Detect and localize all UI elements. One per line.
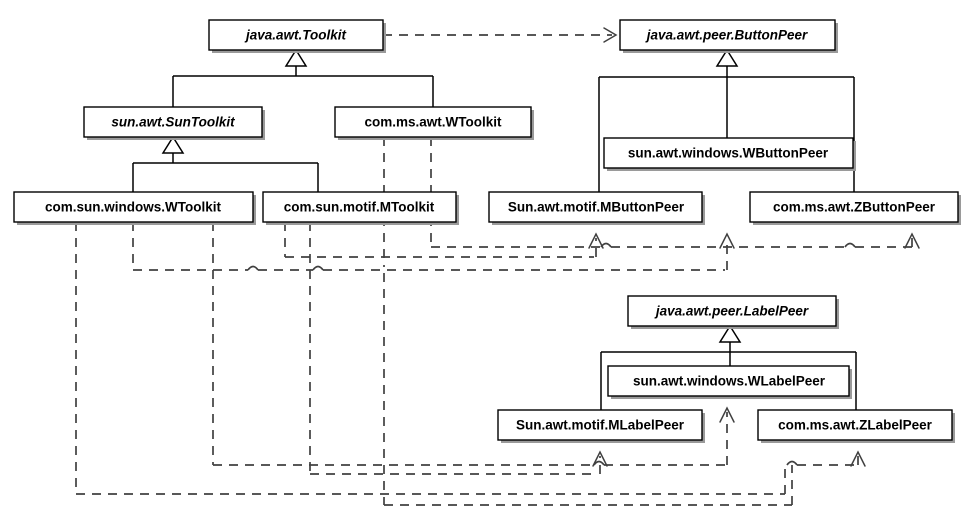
- class-label: java.awt.peer.ButtonPeer: [645, 28, 808, 43]
- dep-jump-2: [312, 265, 324, 271]
- dep-arrowhead-mlabelpeer: [592, 450, 608, 467]
- box-frame: [488, 191, 703, 223]
- class-label: sun.awt.windows.WLabelPeer: [633, 374, 826, 389]
- dep-arrowhead-wlabelpeer: [719, 406, 735, 423]
- class-box-com-sun-windows-wtoolkit[interactable]: com.sun.windows.WToolkit: [13, 191, 256, 225]
- box-frame: [749, 191, 959, 223]
- dep-jump-4: [844, 242, 856, 248]
- class-box-com-ms-awt-wtoolkit[interactable]: com.ms.awt.WToolkit: [334, 106, 534, 140]
- generalization-buttonpeer-children: [598, 48, 855, 192]
- box-frame: [603, 137, 854, 169]
- dep-mtoolkit-to-mlabelpeer: [309, 222, 608, 475]
- class-box-com-ms-awt-zlabelpeer[interactable]: com.ms.awt.ZLabelPeer: [757, 409, 955, 443]
- class-box-sun-awt-motif-mbuttonpeer[interactable]: Sun.awt.motif.MButtonPeer: [488, 191, 705, 225]
- dep-jump-3: [600, 242, 612, 248]
- gen-triangle-buttonpeer: [715, 48, 739, 67]
- dep-wtoolkitsun-to-wbuttonpeer: [132, 222, 735, 271]
- class-label: com.sun.windows.WToolkit: [45, 200, 221, 215]
- class-label: com.sun.motif.MToolkit: [284, 200, 435, 215]
- generalization-toolkit-children: [172, 48, 434, 107]
- dep-jump-6: [786, 460, 798, 466]
- dep-arrowhead-zbuttonpeer: [904, 232, 920, 249]
- class-label: sun.awt.SunToolkit: [111, 115, 235, 130]
- gen-triangle-suntoolkit: [161, 135, 185, 154]
- class-box-sun-awt-windows-wbuttonpeer[interactable]: sun.awt.windows.WButtonPeer: [603, 137, 856, 171]
- class-label: com.ms.awt.WToolkit: [364, 115, 502, 130]
- dep-arrowhead-wbuttonpeer: [719, 232, 735, 249]
- class-box-sun-awt-windows-wlabelpeer[interactable]: sun.awt.windows.WLabelPeer: [607, 365, 852, 399]
- dep-mtoolkit-to-mbuttonpeer: [284, 222, 604, 258]
- class-label: com.ms.awt.ZLabelPeer: [778, 418, 933, 433]
- box-frame: [334, 106, 532, 138]
- dep-jump-5: [593, 460, 605, 466]
- class-label: Sun.awt.motif.MLabelPeer: [516, 418, 685, 433]
- generalization-labelpeer-children: [600, 324, 857, 410]
- gen-triangle-toolkit: [284, 48, 308, 67]
- box-frame: [83, 106, 263, 138]
- class-box-java-awt-peer-buttonpeer[interactable]: java.awt.peer.ButtonPeer: [619, 19, 838, 53]
- class-label: java.awt.Toolkit: [244, 28, 347, 43]
- box-frame: [607, 365, 850, 397]
- class-label: com.ms.awt.ZButtonPeer: [773, 200, 936, 215]
- class-label: sun.awt.windows.WButtonPeer: [628, 146, 829, 161]
- dep-wtoolkitsun-to-wlabelpeer: [212, 222, 735, 466]
- class-box-com-sun-motif-mtoolkit[interactable]: com.sun.motif.MToolkit: [262, 191, 459, 225]
- dep-arrowhead-mbuttonpeer: [588, 232, 604, 249]
- class-box-sun-awt-suntoolkit[interactable]: sun.awt.SunToolkit: [83, 106, 265, 140]
- dep-arrowhead-buttonpeer: [603, 27, 618, 43]
- class-box-java-awt-peer-labelpeer[interactable]: java.awt.peer.LabelPeer: [627, 295, 839, 329]
- class-box-com-ms-awt-zbuttonpeer[interactable]: com.ms.awt.ZButtonPeer: [749, 191, 961, 225]
- box-frame: [627, 295, 837, 327]
- dep-jump-1: [247, 265, 259, 271]
- class-box-java-awt-toolkit[interactable]: java.awt.Toolkit: [208, 19, 386, 53]
- box-frame: [262, 191, 457, 223]
- box-frame: [757, 409, 953, 441]
- box-frame: [619, 19, 836, 51]
- generalization-connectors: [132, 48, 857, 410]
- dep-arrowhead-zlabelpeer: [850, 450, 866, 467]
- class-box-sun-awt-motif-mlabelpeer[interactable]: Sun.awt.motif.MLabelPeer: [497, 409, 705, 443]
- box-frame: [497, 409, 703, 441]
- generalization-suntoolkit-children: [132, 135, 319, 192]
- box-frame: [208, 19, 384, 51]
- class-boxes: java.awt.Toolkit java.awt.peer.ButtonPee…: [13, 19, 961, 443]
- gen-triangle-labelpeer: [718, 324, 742, 343]
- dep-toolkit-to-buttonpeer: [383, 27, 618, 43]
- box-frame: [13, 191, 254, 223]
- class-label: Sun.awt.motif.MButtonPeer: [508, 200, 685, 215]
- class-label: java.awt.peer.LabelPeer: [654, 304, 809, 319]
- dependency-connectors: ButtonPeer (horizontal dashed, top) --> …: [75, 27, 920, 506]
- dep-wtoolkitsun-bottom-run: [75, 222, 786, 495]
